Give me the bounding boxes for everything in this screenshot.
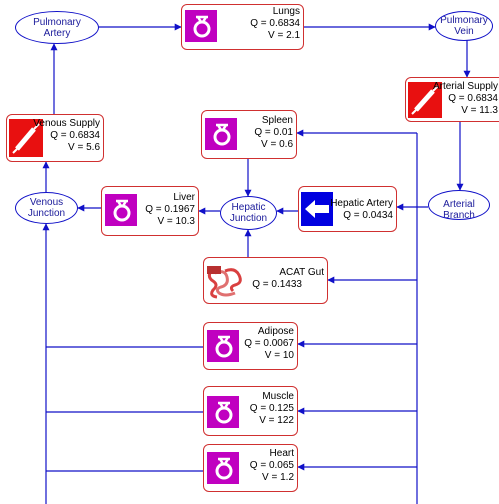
tissue-compartment-icon <box>185 10 217 42</box>
spleen-compartment[interactable]: Spleen Q = 0.01 V = 0.6 <box>201 110 297 159</box>
adipose-label: Adipose Q = 0.0067 V = 10 <box>244 326 294 362</box>
heart-v: V = 1.2 <box>262 472 294 483</box>
heart-label: Heart Q = 0.065 V = 1.2 <box>250 448 294 484</box>
adipose-name: Adipose <box>257 326 294 337</box>
lungs-label: Lungs Q = 0.6834 V = 2.1 <box>250 6 300 42</box>
hepatic-junction[interactable]: Hepatic Junction <box>220 196 277 230</box>
intestine-icon <box>205 263 245 301</box>
liver-compartment[interactable]: Liver Q = 0.1967 V = 10.3 <box>101 186 199 236</box>
spleen-q: Q = 0.01 <box>254 127 293 138</box>
arterial-supply-name: Arterial Supply <box>432 81 498 92</box>
tissue-compartment-icon <box>105 194 137 226</box>
pulmonary-vein-junction[interactable]: Pulmonary Vein <box>435 11 493 41</box>
muscle-name: Muscle <box>262 391 294 402</box>
liver-name: Liver <box>173 192 195 203</box>
hepatic-artery-q: Q = 0.0434 <box>343 210 393 221</box>
venous-supply-v: V = 5.6 <box>68 142 100 153</box>
heart-name: Heart <box>269 448 294 459</box>
lungs-name: Lungs <box>272 6 300 17</box>
arterial-supply-v: V = 11.3 <box>461 105 498 116</box>
tissue-compartment-icon <box>207 396 239 428</box>
adipose-v: V = 10 <box>264 350 294 361</box>
venous-supply-name: Venous Supply <box>33 118 100 129</box>
venous-supply-label: Venous Supply Q = 0.6834 V = 5.6 <box>33 118 100 154</box>
tissue-compartment-icon <box>207 330 239 362</box>
liver-v: V = 10.3 <box>157 216 195 227</box>
acat-gut-label: ACAT Gut Q = 0.1433 <box>252 267 324 291</box>
heart-compartment[interactable]: Heart Q = 0.065 V = 1.2 <box>203 444 298 492</box>
muscle-compartment[interactable]: Muscle Q = 0.125 V = 122 <box>203 386 298 436</box>
spleen-label: Spleen Q = 0.01 V = 0.6 <box>254 115 293 151</box>
muscle-q: Q = 0.125 <box>249 403 294 414</box>
hepatic-artery-compartment[interactable]: Hepatic Artery Q = 0.0434 <box>298 186 397 232</box>
muscle-v: V = 122 <box>259 415 294 426</box>
acat-gut-name: ACAT Gut <box>279 267 324 278</box>
liver-label: Liver Q = 0.1967 V = 10.3 <box>145 192 195 228</box>
heart-q: Q = 0.065 <box>249 460 294 471</box>
syringe-icon <box>9 119 43 157</box>
left-arrow-icon <box>301 192 333 226</box>
arterial-supply-q: Q = 0.6834 <box>448 93 498 104</box>
arterial-branch-junction[interactable]: Arterial Branch <box>428 190 490 220</box>
adipose-q: Q = 0.0067 <box>244 338 294 349</box>
tissue-compartment-icon <box>207 452 239 484</box>
arterial-supply-compartment[interactable]: Arterial Supply Q = 0.6834 V = 11.3 <box>405 77 499 122</box>
hepatic-artery-name: Hepatic Artery <box>330 198 393 209</box>
venous-junction[interactable]: Venous Junction <box>15 192 78 224</box>
venous-supply-compartment[interactable]: Venous Supply Q = 0.6834 V = 5.6 <box>6 114 104 162</box>
spleen-name: Spleen <box>261 115 293 126</box>
pulmonary-artery-junction[interactable]: Pulmonary Artery <box>15 11 99 44</box>
liver-q: Q = 0.1967 <box>145 204 195 215</box>
lungs-q: Q = 0.6834 <box>250 18 300 29</box>
acat-gut-q: Q = 0.1433 <box>252 279 302 290</box>
syringe-icon <box>408 82 442 118</box>
lungs-v: V = 2.1 <box>268 30 300 41</box>
adipose-compartment[interactable]: Adipose Q = 0.0067 V = 10 <box>203 322 298 370</box>
venous-supply-q: Q = 0.6834 <box>50 130 100 141</box>
arterial-supply-label: Arterial Supply Q = 0.6834 V = 11.3 <box>433 81 498 117</box>
tissue-compartment-icon <box>205 118 237 150</box>
muscle-label: Muscle Q = 0.125 V = 122 <box>250 391 294 427</box>
lungs-compartment[interactable]: Lungs Q = 0.6834 V = 2.1 <box>181 4 304 50</box>
hepatic-artery-label: Hepatic Artery Q = 0.0434 <box>330 198 393 222</box>
acat-gut-compartment[interactable]: ACAT Gut Q = 0.1433 <box>203 257 328 304</box>
spleen-v: V = 0.6 <box>261 139 293 150</box>
